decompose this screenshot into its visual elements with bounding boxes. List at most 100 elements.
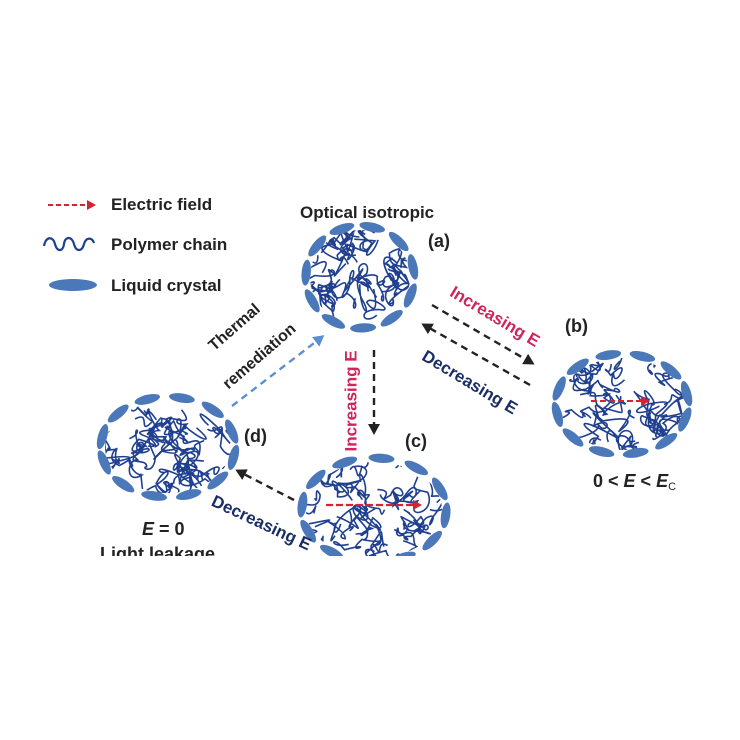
polymer-chain-strand [131, 416, 162, 452]
polymer-chain-strand [388, 264, 410, 305]
polymer-chain-strand [403, 509, 431, 535]
polymer-chain-strand [661, 370, 684, 396]
polymer-chain-strand [377, 487, 404, 503]
legend-liquid-crystal-label: Liquid crystal [111, 276, 222, 295]
polymer-chain-strand [158, 451, 196, 485]
polymer-chain-strand [339, 230, 357, 257]
liquid-crystal-molecule [566, 358, 589, 376]
legend-liquid-crystal-icon [49, 279, 97, 291]
liquid-crystal-molecule [552, 376, 566, 401]
polymer-chain-strand [153, 438, 179, 460]
polymer-chain-strand [323, 268, 337, 308]
polymer-chain-strand [160, 416, 185, 452]
polymer-network-a [310, 230, 410, 324]
polymer-chain-strand [134, 406, 154, 428]
polymer-chain-strand [310, 239, 319, 264]
label-increasing-a-to-c: Increasing E [341, 350, 361, 452]
liquid-crystal-molecule [595, 350, 622, 361]
polymer-chain-strand [599, 383, 623, 414]
polymer-chain-strand [106, 447, 131, 467]
liquid-crystal-molecule [368, 453, 395, 463]
state-a-tag: (a) [428, 231, 450, 251]
polymer-chain-strand [356, 507, 382, 541]
liquid-crystal-molecule [562, 428, 584, 447]
polymer-chain-strand [589, 386, 615, 404]
label-a-to-c-wrap: Increasing E [291, 350, 411, 451]
legend-polymer-chain-icon [42, 236, 96, 252]
liquid-crystal-molecule [134, 393, 160, 405]
liquid-crystal-molecule [329, 222, 355, 236]
label-c-to-d-wrap: Decreasing E [207, 492, 327, 555]
polymer-chain-strand [323, 462, 344, 478]
legend-polymer-chain-label: Polymer chain [111, 235, 228, 254]
polymer-chain-strand [617, 429, 636, 450]
polymer-chain-strand [354, 507, 385, 547]
liquid-crystal-molecule [388, 231, 409, 252]
liquid-crystal-molecule [301, 259, 311, 286]
polymer-chain-strand [370, 543, 389, 558]
liquid-crystal-molecule [655, 432, 678, 450]
polymer-chain-strand [648, 392, 684, 433]
liquid-crystal-molecule [629, 350, 656, 362]
liquid-crystal-molecule [227, 444, 240, 470]
liquid-crystal-molecule [169, 393, 195, 404]
liquid-crystal-molecule [678, 407, 692, 432]
state-b-tag: (b) [565, 316, 588, 336]
state-d-condition: E = 0 [142, 519, 185, 539]
liquid-crystal-molecule [660, 361, 682, 380]
liquid-crystal-molecule [225, 419, 239, 444]
liquid-crystal-molecule [622, 447, 649, 458]
liquid-crystal-molecule [112, 476, 135, 493]
polymer-chain-strand [128, 443, 145, 479]
polymer-chain-strand [392, 486, 418, 506]
polymer-chain-strand [306, 519, 331, 547]
liquid-crystal-molecule [207, 471, 229, 490]
polymer-chain-strand [357, 230, 379, 256]
liquid-crystal-molecule [350, 323, 377, 333]
polymer-chain-strand [633, 390, 655, 417]
polymer-chain-strand [176, 450, 204, 472]
liquid-crystal-molecule [332, 456, 358, 469]
droplet-b [551, 350, 693, 458]
liquid-crystal-molecule [176, 489, 202, 501]
label-remediation-wrap: remediation [205, 320, 315, 392]
liquid-crystal-molecule [440, 502, 451, 529]
liquid-crystals-a [301, 222, 419, 333]
polymer-chain-strand [155, 471, 171, 493]
state-b-condition: 0 < E < EC [593, 471, 677, 493]
arrow-c-to-d [235, 469, 295, 502]
liquid-crystal-molecule [588, 446, 615, 458]
polymer-chain-strand [639, 414, 659, 437]
polymer-chain-strand [321, 465, 368, 498]
arrow-d-to-a-thermal [231, 335, 325, 407]
polymer-chain-strand [574, 358, 600, 377]
arrow-a-to-b [431, 303, 535, 365]
polymer-chain-strand [575, 411, 608, 440]
liquid-crystal-molecule [319, 544, 344, 560]
polymer-chain-strand [306, 490, 321, 515]
polymer-chain-strand [176, 418, 207, 440]
polymer-chain-strand [336, 243, 356, 265]
polymer-chain-strand [393, 515, 429, 541]
polymer-chain-strand [129, 429, 149, 452]
droplet-d [96, 393, 240, 501]
liquid-crystal-molecule [297, 491, 308, 518]
polymer-chain-strand [138, 429, 176, 452]
state-a-title: Optical isotropic [300, 203, 435, 222]
polymer-chain-strand [153, 409, 188, 428]
polymer-chain-strand [199, 413, 231, 444]
liquid-crystal-molecule [551, 401, 564, 427]
crop-mask [0, 556, 740, 740]
polymer-chain-strand [573, 370, 594, 392]
arrow-b-to-a [421, 323, 531, 387]
polymer-chain-strand [615, 435, 640, 450]
polymer-chain-strand [163, 419, 189, 443]
liquid-crystal-molecule [407, 254, 419, 280]
polymer-chain-strand [132, 447, 156, 470]
label-b-to-a-wrap: Decreasing E [415, 346, 535, 418]
polymer-chain-strand [364, 548, 398, 558]
polymer-chain-strand [583, 422, 618, 445]
liquid-crystal-molecule [431, 477, 448, 501]
polymer-chain-strand [318, 475, 353, 501]
